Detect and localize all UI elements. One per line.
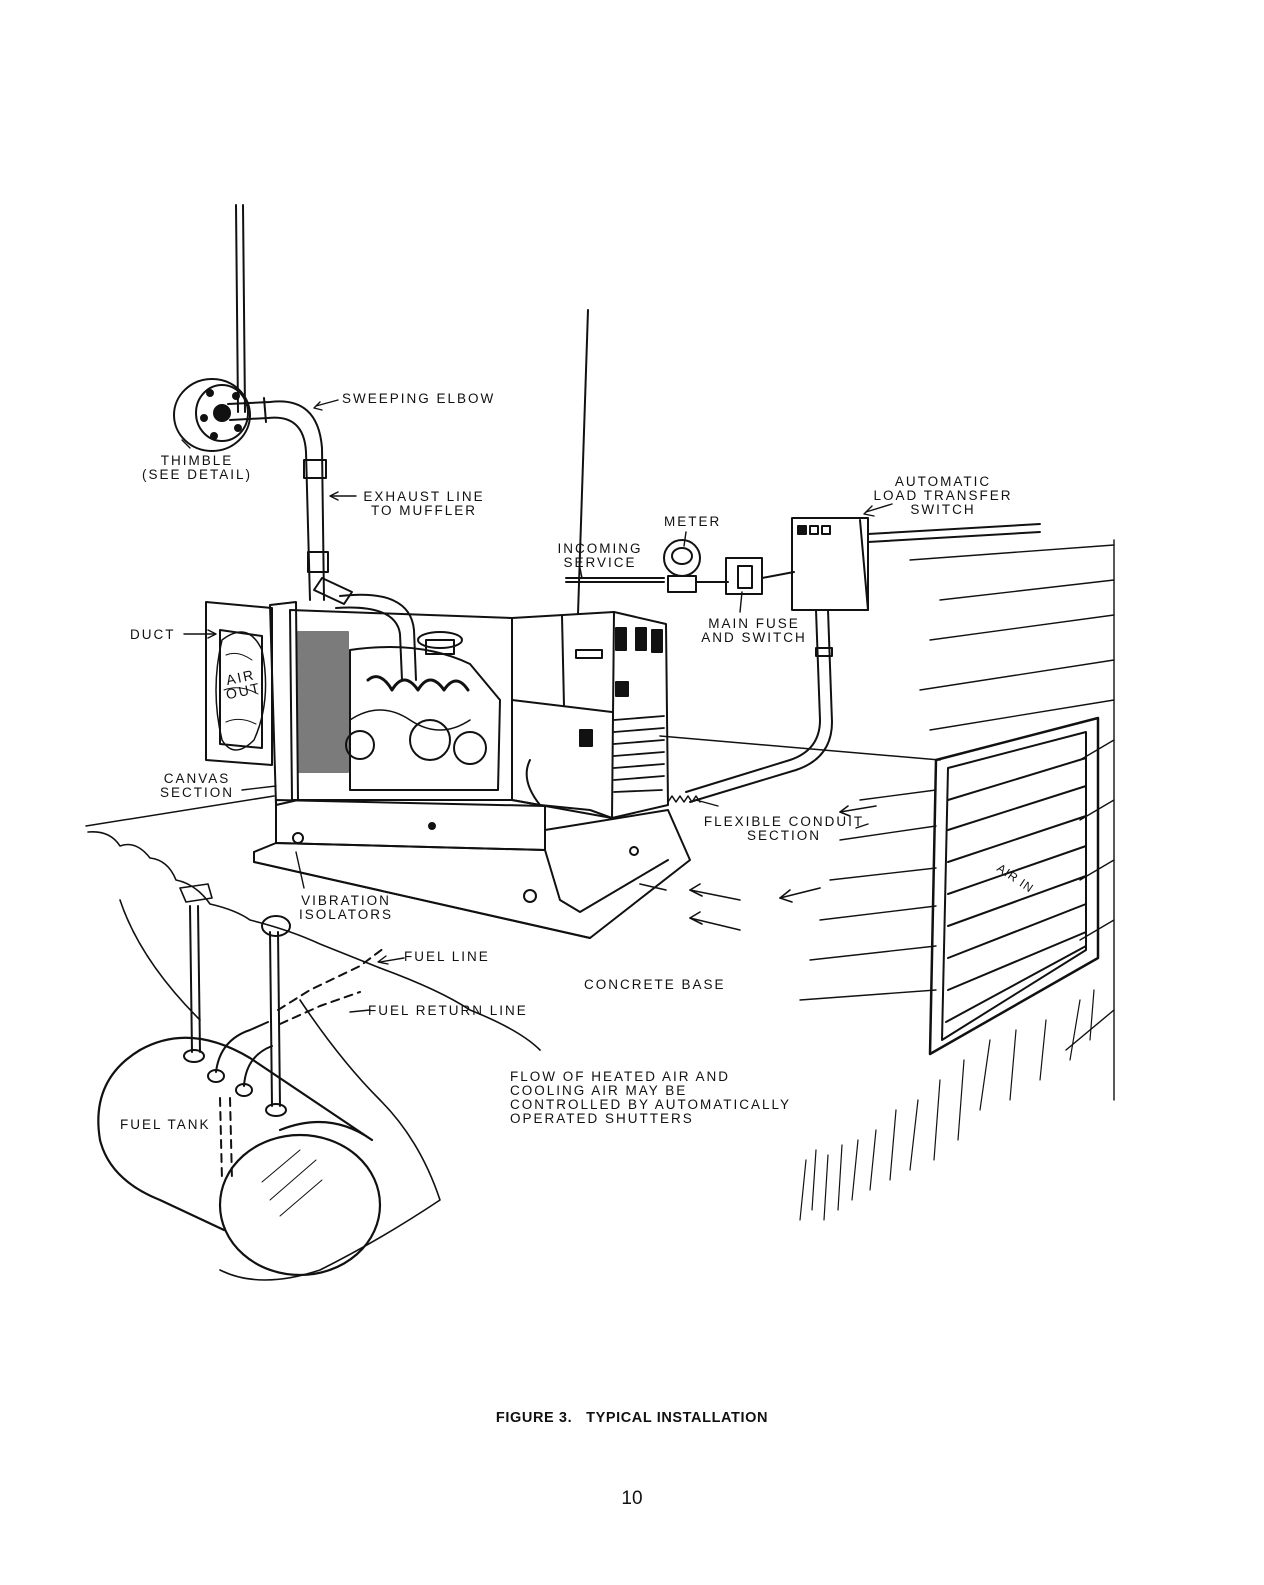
chimney-pipe [235, 204, 246, 413]
fuel-line-label: FUEL LINE [404, 949, 490, 964]
incoming-service-line [577, 309, 589, 615]
grass [799, 989, 1095, 1221]
transfer-switch-box [791, 517, 869, 611]
fuel-return-line-label: FUEL RETURN LINE [368, 1003, 528, 1018]
concrete-base-label: CONCRETE BASE [584, 977, 726, 992]
fuel-tank [97, 1036, 382, 1277]
thimble-label: THIMBLE(SEE DETAIL) [141, 453, 253, 482]
page-number: 10 [621, 1488, 643, 1509]
building-wall [799, 539, 1115, 1101]
skid-base [253, 809, 691, 939]
thimble [173, 378, 251, 452]
concrete-floor [85, 735, 941, 827]
meter-icon [663, 539, 701, 577]
sweeping-elbow [227, 397, 329, 601]
sweeping-elbow-label: SWEEPING ELBOW [342, 391, 496, 406]
fuel-pipes [183, 905, 385, 1181]
alternator-housing [511, 611, 669, 819]
air-intake-louver [928, 716, 1100, 1056]
duct-label: DUCT [130, 627, 176, 642]
fuel-tank-label: FUEL TANK [120, 1117, 211, 1132]
ground-trench [87, 830, 541, 1281]
figure-caption: FIGURE 3. TYPICAL INSTALLATION [495, 1410, 769, 1426]
main-fuse-box [725, 557, 763, 595]
meter-label: METER [664, 514, 722, 529]
electrical-service [565, 517, 1041, 803]
leader-lines [181, 399, 893, 1013]
duct [205, 601, 273, 766]
airflow-arrows [639, 805, 877, 931]
generator-set [269, 601, 546, 851]
